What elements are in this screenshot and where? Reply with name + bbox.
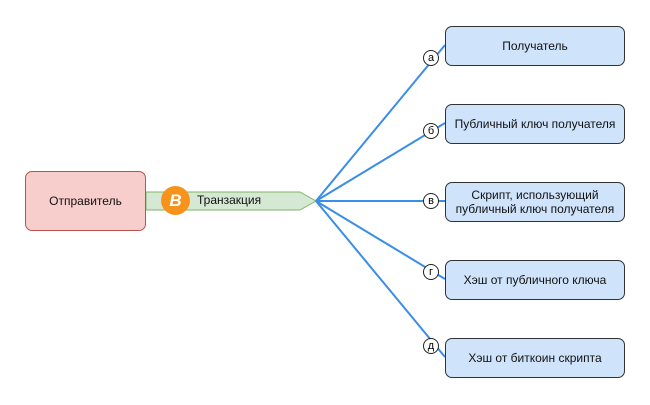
marker-a: а — [423, 50, 439, 66]
output-node: Публичный ключ получателя — [445, 104, 625, 144]
transaction-label: Транзакция — [197, 193, 262, 207]
marker-b: б — [423, 123, 439, 139]
connector-g — [315, 200, 446, 280]
connector-b — [315, 122, 446, 202]
output-node: Хэш от публичного ключа — [445, 260, 625, 300]
output-node: Скрипт, использующий публичный ключ полу… — [445, 182, 625, 222]
connector-a — [315, 44, 446, 202]
connector-d — [315, 200, 446, 358]
marker-d: д — [423, 338, 439, 354]
marker-g: г — [423, 264, 439, 280]
marker-v: в — [423, 193, 439, 209]
bitcoin-icon: B — [161, 186, 190, 215]
sender-node: Отправитель — [25, 171, 146, 231]
output-node: Хэш от биткоин скрипта — [445, 338, 625, 378]
output-node: Получатель — [445, 26, 625, 66]
